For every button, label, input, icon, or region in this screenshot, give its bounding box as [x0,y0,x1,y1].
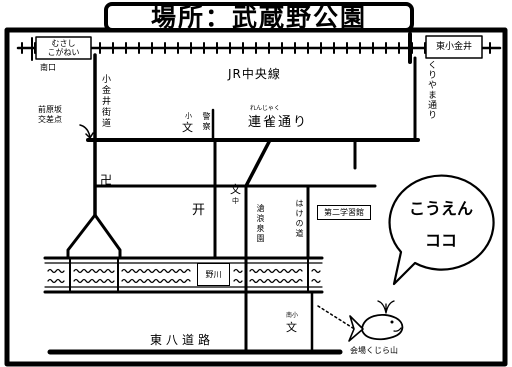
garden-label: 滄浪泉園 [256,204,265,244]
river-wave [249,278,303,284]
east-station-label: 東小金井 [435,42,472,52]
venue-dotted-path [317,305,357,331]
south-elementary-school-icon: 文 [286,321,297,334]
north-elementary-school-label: 小 [185,112,192,120]
junior-high-school-icon: 文 [230,183,241,196]
renjaku-dori-label: 連雀通り [248,115,309,130]
road-fork-east [93,213,122,260]
station-exit-label: 南口 [40,63,56,72]
intersection-label-line1: 前原坂 [38,105,62,114]
venue-label: 会場くじら山 [350,346,398,355]
hall-label: 第二学習館 [317,205,371,220]
whale-eye [390,320,394,324]
koganei-kaido-label: 小金井街道 [100,74,110,129]
south-elementary-school-label: 南小 [286,312,299,319]
intersection-label: 前原坂 交差点 [38,105,62,124]
river-wave [47,278,65,284]
river-wave [121,278,191,284]
intersection-label-line2: 交差点 [38,114,62,124]
west-station-name-line2: こがねい [47,47,80,57]
page-title: 場所：武蔵野公園 [104,2,414,32]
west-station-box [35,36,92,60]
whale-mouth [393,327,402,332]
diagonal-road [244,138,272,188]
river-wave [233,268,243,274]
whale-icon [348,300,404,342]
shrine-icon: 开 [192,203,206,218]
river-wave [47,268,65,274]
hake-road-label: はけの道 [295,199,304,239]
west-station-name-line1: むさし [51,38,76,48]
river-wave [249,268,303,274]
west-station-label: むさし こがねい [36,38,91,59]
railway-label: JR中央線 [228,67,281,81]
river-wave [121,268,191,274]
junior-high-school-label: 中 [232,197,239,205]
east-road-label: くりやま通り [426,60,436,120]
north-elementary-school-icon: 文 [182,121,193,134]
renjaku-dori-reading: れんじゃく [250,105,281,112]
police-label: 警察 [202,112,211,132]
river-wave [73,268,115,274]
tohachi-doro-label: 東八道路 [150,333,215,347]
east-station-box [425,35,483,59]
river-wave [311,278,321,284]
river-wave [311,268,321,274]
whale-body [361,314,404,341]
bubble-text-line1: こうえん [408,199,473,218]
bubble-text-line2: ココ [424,231,457,250]
whale-tail [348,315,364,342]
road-fork-west [66,213,97,260]
speech-bubble [388,174,495,286]
river-wave [73,278,115,284]
intersection-arrow [79,124,94,139]
temple-icon: 卍 [100,173,113,187]
whale-spout [377,300,395,314]
river-dividers [69,257,309,293]
river-wave [233,278,243,284]
river-label: 野川 [197,263,230,286]
river-waves [47,268,321,284]
